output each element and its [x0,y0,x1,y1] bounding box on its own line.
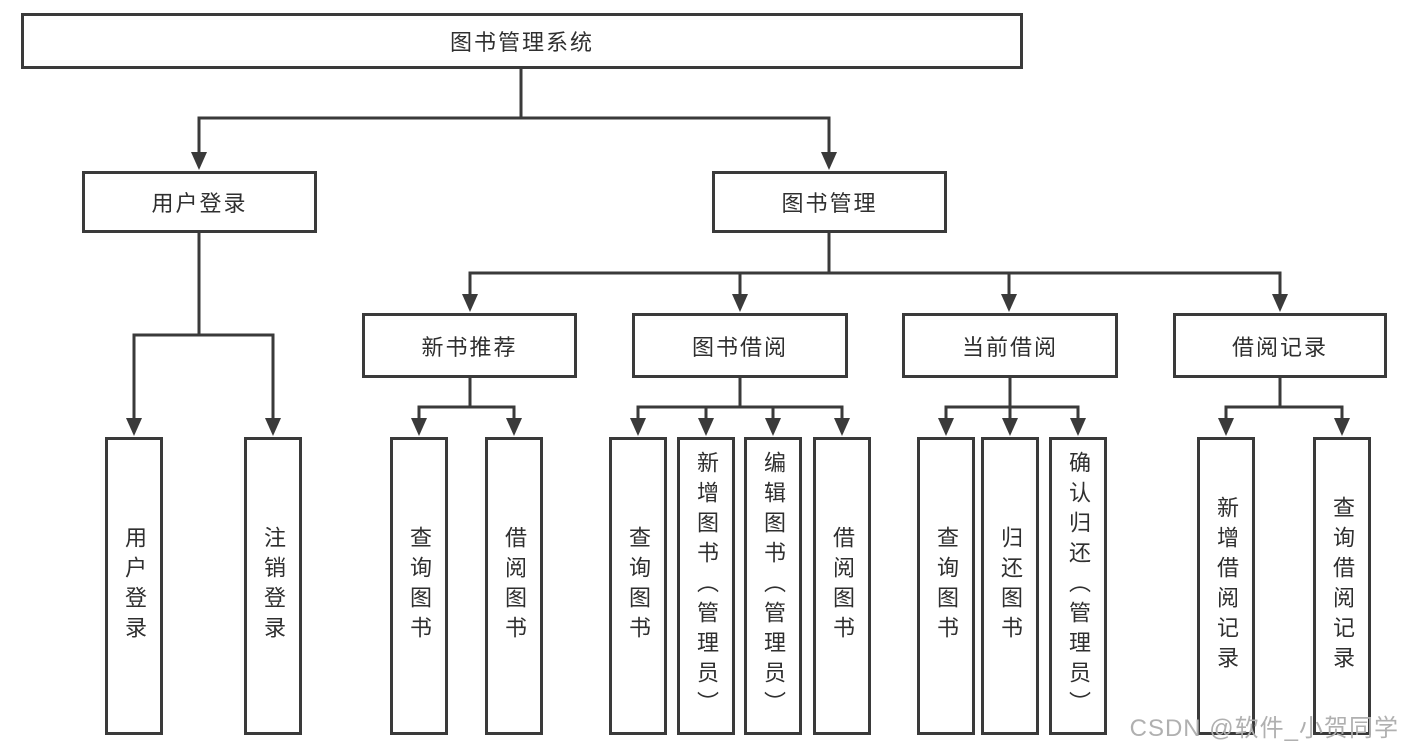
node-label: 注销登录 [261,526,286,646]
node-label: 图书管理系统 [449,30,594,55]
node-new-book-recommend: 新书推荐 [362,313,577,378]
leaf-return-books: 归还图书 [981,437,1039,735]
node-label: 确认归还（管理员） [1066,451,1091,721]
node-root: 图书管理系统 [21,13,1023,69]
node-label: 查询借阅记录 [1330,496,1355,676]
node-label: 当前借阅 [961,334,1058,360]
leaf-edit-books-admin: 编辑图书（管理员） [744,437,802,735]
node-user-login: 用户登录 [82,171,317,233]
node-label: 归还图书 [998,526,1023,646]
node-label: 查询图书 [934,526,959,646]
leaf-query-books-borrow: 查询图书 [609,437,667,735]
node-label: 用户登录 [151,191,248,216]
node-label: 新增借阅记录 [1214,496,1239,676]
node-borrowing-records: 借阅记录 [1173,313,1387,378]
leaf-confirm-return-admin: 确认归还（管理员） [1049,437,1107,735]
node-book-borrowing: 图书借阅 [632,313,848,378]
leaf-query-books-recommend: 查询图书 [390,437,448,735]
leaf-borrow-books: 借阅图书 [813,437,871,735]
node-label: 图书管理 [781,191,878,216]
leaf-logout: 注销登录 [244,437,302,735]
node-label: 查询图书 [407,526,432,646]
node-current-borrowing: 当前借阅 [902,313,1118,378]
leaf-query-books-current: 查询图书 [917,437,975,735]
node-label: 新增图书（管理员） [694,451,719,721]
node-label: 用户登录 [122,526,147,646]
leaf-user-login: 用户登录 [105,437,163,735]
node-label: 借阅图书 [502,526,527,646]
node-label: 查询图书 [626,526,651,646]
node-label: 图书借阅 [691,334,788,360]
node-label: 编辑图书（管理员） [761,451,786,721]
node-label: 借阅图书 [830,526,855,646]
node-label: 新书推荐 [421,334,518,360]
node-book-management: 图书管理 [712,171,947,233]
csdn-watermark: CSDN @软件_小贺同学 [1129,715,1399,742]
leaf-add-borrow-record: 新增借阅记录 [1197,437,1255,735]
leaf-add-books-admin: 新增图书（管理员） [677,437,735,735]
leaf-query-borrow-record: 查询借阅记录 [1313,437,1371,735]
leaf-borrow-books-recommend: 借阅图书 [485,437,543,735]
node-label: 借阅记录 [1231,334,1328,360]
